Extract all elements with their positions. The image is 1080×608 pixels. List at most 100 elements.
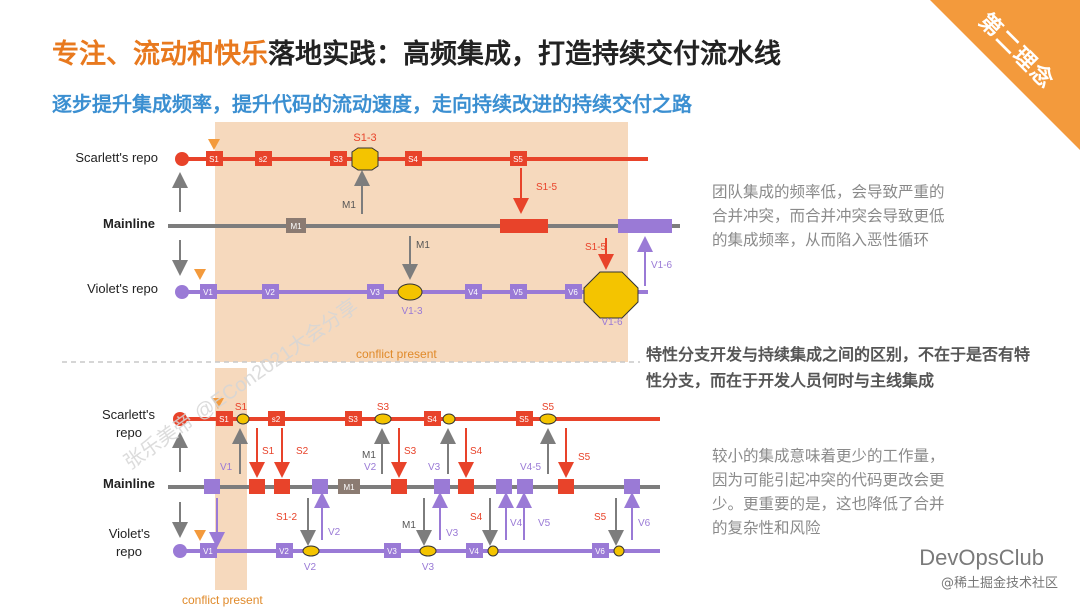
top-mainline-commit [286,218,306,233]
commit-label: V4 [469,547,479,556]
bottom-label-s5-c: S5 [594,512,607,523]
commit-node [216,411,233,426]
top-label-m1-b: M1 [416,240,430,251]
commit-node [565,284,582,299]
bottom-label-s1-b: S1 [262,446,275,457]
top-violet-start [175,285,189,299]
title-rest: 落地实践：高频集成，打造持续交付流水线 [268,39,781,70]
bottom-label-v2-under: V2 [304,562,317,573]
bottom-label-v2-b: V2 [328,527,341,538]
title-highlight: 专注、流动和快乐 [52,39,268,70]
commit-label: S3 [333,155,343,164]
commit-node [204,479,220,494]
top-conflict-label: conflict present [356,347,437,361]
commit-node [405,151,422,166]
top-scarlett-commits: S1 s2 S3 S4 S5 [206,151,527,166]
bottom-scarlett-label: Scarlett's [102,407,156,422]
commit-node [391,479,407,494]
commit-label: S4 [408,155,418,164]
top-violet-commits: V1 V2 V3 V4 V5 V6 [200,284,582,299]
bottom-label-v2: V2 [364,462,377,473]
commit-node [330,151,347,166]
bottom-violet-commits: V1 V2 V3 V4 V6 [200,543,609,558]
bottom-scarlett-start [173,412,187,426]
commit-label: V3 [370,288,380,297]
merge-dot [487,545,499,557]
bottom-label-s2: S2 [296,446,309,457]
bottom-label-s5: S5 [542,402,555,413]
commit-label: S5 [513,155,523,164]
note-top: 团队集成的频率低，会导致严重的合并冲突，而合并冲突会导致更低的集成频率，从而陷入… [712,183,945,249]
commit-node [345,411,362,426]
top-label-s1-3: S1-3 [353,132,376,144]
merge-dot [419,545,437,557]
bottom-label-s5-b: S5 [578,452,591,463]
commit-label: S5 [519,415,529,424]
bottom-label-v3-b: V3 [446,528,459,539]
bottom-scarlett-label-2: repo [116,425,142,440]
bottom-mainline-commits: M1 [204,479,640,494]
bottom-label-v1: V1 [220,462,233,473]
commit-label: V3 [387,547,397,556]
commit-label: V1 [203,288,213,297]
commit-node [312,479,328,494]
commit-node [624,479,640,494]
top-label-s1-5: S1-5 [536,182,558,193]
commit-label: V2 [265,288,275,297]
bottom-violet-start [173,544,187,558]
bottom-scarlett-commits: S1 s2 S3 S4 S5 [216,411,533,426]
bottom-label-s1: S1 [235,402,248,413]
note-bottom: 较小的集成意味着更少的工作量，因为可能引起冲突的代码更改会更少。更重要的是，这也… [712,447,945,537]
commit-node [255,151,272,166]
commit-node [517,479,533,494]
top-label-s1-5-b: S1-5 [585,242,607,253]
top-merge-node [351,147,379,171]
commit-label: S4 [427,415,437,424]
commit-label: V1 [203,547,213,556]
commit-node [276,543,293,558]
merge-dot [442,413,456,425]
top-label-m1: M1 [342,200,356,211]
bottom-label-v4: V4 [510,518,523,529]
commit-label: S1 [219,415,229,424]
bottom-label-s3: S3 [377,402,390,413]
bottom-violet-marker [194,530,206,541]
page-subtitle: 逐步提升集成频率，提升代码的流动速度，走向持续改进的持续交付之路 [52,92,692,116]
bottom-label-s4: S4 [470,446,483,457]
top-label-v1-6-b: V1-6 [651,260,673,271]
commit-node [367,284,384,299]
brand-name: DevOpsClub [919,545,1044,570]
bottom-label-s4-b: S4 [470,512,483,523]
merge-dot [236,413,250,425]
top-big-merge-node [583,271,639,319]
bottom-label-v4-5: V4-5 [520,462,542,473]
commit-node [465,284,482,299]
commit-node [558,479,574,494]
merge-dot [613,545,625,557]
bottom-label-s3-b: S3 [404,446,417,457]
commit-node [338,479,360,494]
top-scarlett-marker [208,139,220,150]
top-violet-label: Violet's repo [87,281,158,296]
bottom-label-v3-under: V3 [422,562,435,573]
bottom-label-m1-b: M1 [402,520,416,531]
commit-node [384,543,401,558]
commit-node [466,543,483,558]
merge-dot [539,413,557,425]
page-title: 专注、流动和快乐落地实践：高频集成，打造持续交付流水线 [52,32,781,71]
commit-node [274,479,290,494]
commit-node [200,284,217,299]
top-scarlett-label: Scarlett's repo [75,150,158,165]
commit-label: V4 [468,288,478,297]
commit-node [206,151,223,166]
brand-sub: @稀土掘金技术社区 [940,576,1058,591]
top-merge-node-v3 [397,283,423,301]
commit-node [249,479,265,494]
commit-label: S1 [209,155,219,164]
top-mainline-merge-s [500,219,548,233]
commit-label: V2 [279,547,289,556]
commit-label: S3 [348,415,358,424]
bottom-scarlett-marker [212,398,224,409]
commit-node [424,411,441,426]
